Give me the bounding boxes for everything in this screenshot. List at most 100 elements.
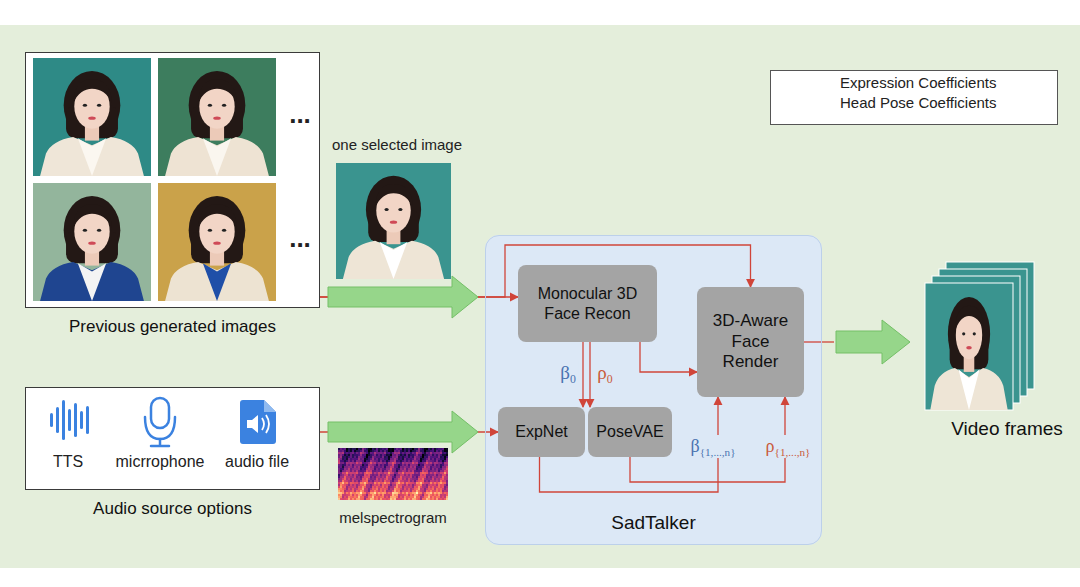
spectrogram-cell: [410, 474, 412, 476]
spectrogram-cell: [414, 482, 416, 484]
spectrogram-cell: [396, 478, 398, 480]
spectrogram-cell: [394, 466, 396, 468]
spectrogram-cell: [400, 458, 402, 460]
spectrogram-cell: [438, 468, 440, 470]
spectrogram-cell: [384, 454, 386, 456]
spectrogram-cell: [396, 498, 398, 500]
spectrogram-cell: [430, 456, 432, 458]
spectrogram-cell: [406, 456, 408, 458]
spectrogram-cell: [394, 454, 396, 456]
spectrogram-cell: [360, 492, 362, 494]
spectrogram-cell: [350, 466, 352, 468]
spectrogram-cell: [408, 468, 410, 470]
spectrogram-cell: [406, 460, 408, 462]
spectrogram-cell: [398, 448, 400, 450]
spectrogram-cell: [372, 468, 374, 470]
spectrogram-cell: [400, 452, 402, 454]
spectrogram-cell: [418, 478, 420, 480]
spectrogram-cell: [394, 492, 396, 494]
spectrogram-cell: [364, 466, 366, 468]
spectrogram-cell: [364, 494, 366, 496]
spectrogram-cell: [414, 452, 416, 454]
spectrogram-cell: [404, 472, 406, 474]
spectrogram-cell: [428, 462, 430, 464]
spectrogram-cell: [398, 486, 400, 488]
spectrogram-cell: [422, 480, 424, 482]
spectrogram-cell: [386, 490, 388, 492]
spectrogram-cell: [436, 464, 438, 466]
spectrogram-cell: [426, 466, 428, 468]
spectrogram-cell: [442, 482, 444, 484]
spectrogram-cell: [350, 462, 352, 464]
spectrogram-cell: [416, 482, 418, 484]
spectrogram-cell: [352, 464, 354, 466]
spectrogram-cell: [436, 468, 438, 470]
spectrogram-cell: [356, 454, 358, 456]
icon-label: audio file: [223, 452, 291, 472]
legend-entry: Expression Coefficients: [840, 73, 1057, 93]
spectrogram-cell: [396, 496, 398, 498]
spectrogram-cell: [424, 486, 426, 488]
spectrogram-cell: [440, 470, 442, 472]
spectrogram-cell: [432, 452, 434, 454]
spectrogram-cell: [404, 482, 406, 484]
spectrogram-cell: [360, 478, 362, 480]
spectrogram-cell: [392, 498, 394, 500]
spectrogram-cell: [402, 462, 404, 464]
box-label: ExpNet: [515, 422, 567, 441]
spectrogram-cell: [430, 478, 432, 480]
spectrogram-cell: [362, 494, 364, 496]
spectrogram-cell: [338, 484, 340, 486]
spectrogram-cell: [368, 448, 370, 450]
spectrogram-cell: [350, 478, 352, 480]
spectrogram-cell: [422, 454, 424, 456]
spectrogram-cell: [366, 472, 368, 474]
spectrogram-cell: [392, 458, 394, 460]
spectrogram-cell: [390, 498, 392, 500]
spectrogram-cell: [440, 450, 442, 452]
spectrogram-cell: [398, 478, 400, 480]
spectrogram-cell: [402, 454, 404, 456]
spectrogram-cell: [370, 474, 372, 476]
box-label: 3D-Aware Face Render: [703, 311, 798, 372]
spectrogram-cell: [442, 492, 444, 494]
spectrogram-cell: [410, 452, 412, 454]
spectrogram-cell: [340, 472, 342, 474]
spectrogram-cell: [360, 468, 362, 470]
spectrogram-cell: [360, 462, 362, 464]
spectrogram-cell: [370, 486, 372, 488]
spectrogram-cell: [402, 452, 404, 454]
spectrogram-cell: [402, 480, 404, 482]
spectrogram-cell: [366, 454, 368, 456]
spectrogram-cell: [354, 484, 356, 486]
spectrogram-cell: [352, 456, 354, 458]
spectrogram-cell: [392, 478, 394, 480]
spectrogram-cell: [420, 468, 422, 470]
spectrogram-cell: [380, 482, 382, 484]
spectrogram-cell: [386, 484, 388, 486]
spectrogram-cell: [416, 496, 418, 498]
icon-label: micrrophone: [114, 452, 207, 472]
spectrogram-cell: [414, 462, 416, 464]
spectrogram-cell: [362, 492, 364, 494]
spectrogram-cell: [378, 460, 380, 462]
spectrogram-cell: [360, 470, 362, 472]
spectrogram-cell: [436, 472, 438, 474]
spectrogram-cell: [346, 466, 348, 468]
spectrogram-cell: [406, 470, 408, 472]
spectrogram-cell: [354, 496, 356, 498]
spectrogram-cell: [390, 484, 392, 486]
spectrogram-cell: [446, 448, 448, 450]
spectrogram-cell: [442, 496, 444, 498]
spectrogram-cell: [382, 476, 384, 478]
spectrogram-cell: [440, 492, 442, 494]
spectrogram-cell: [430, 448, 432, 450]
spectrogram-cell: [368, 460, 370, 462]
spectrogram-cell: [360, 494, 362, 496]
spectrogram-cell: [396, 458, 398, 460]
spectrogram-cell: [418, 464, 420, 466]
spectrogram-cell: [384, 490, 386, 492]
spectrogram-cell: [392, 494, 394, 496]
spectrogram-cell: [368, 454, 370, 456]
spectrogram-cell: [342, 450, 344, 452]
